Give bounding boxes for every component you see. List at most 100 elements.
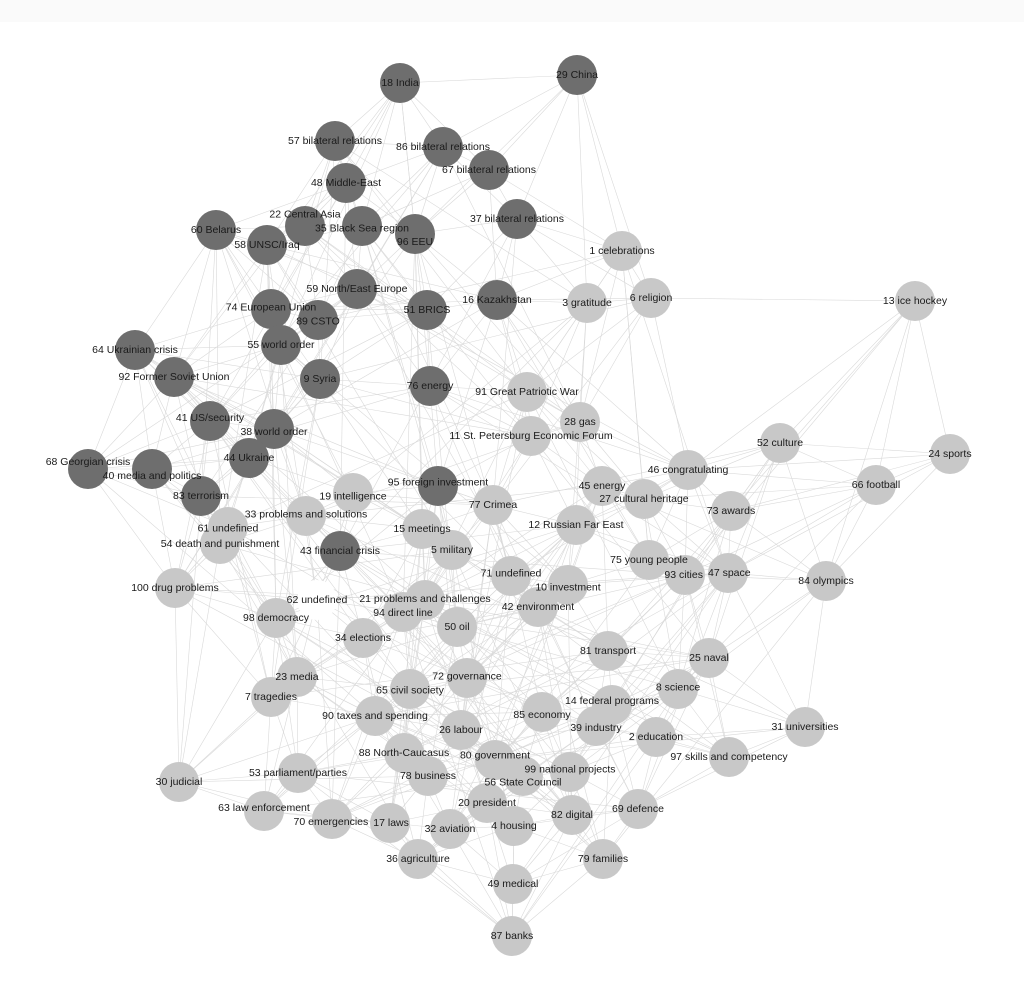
graph-node[interactable]	[370, 803, 410, 843]
graph-node[interactable]	[473, 485, 513, 525]
graph-node[interactable]	[588, 631, 628, 671]
graph-node[interactable]	[229, 438, 269, 478]
graph-node[interactable]	[337, 269, 377, 309]
graph-node[interactable]	[785, 707, 825, 747]
graph-node[interactable]	[760, 423, 800, 463]
graph-node[interactable]	[251, 677, 291, 717]
graph-node[interactable]	[132, 449, 172, 489]
graph-node[interactable]	[469, 150, 509, 190]
graph-node[interactable]	[507, 372, 547, 412]
graph-node[interactable]	[418, 466, 458, 506]
graph-node[interactable]	[402, 509, 442, 549]
graph-node[interactable]	[467, 783, 507, 823]
graph-node[interactable]	[254, 409, 294, 449]
graph-node[interactable]	[247, 225, 287, 265]
graph-node[interactable]	[548, 565, 588, 605]
graph-node[interactable]	[806, 561, 846, 601]
graph-node[interactable]	[410, 366, 450, 406]
graph-node[interactable]	[665, 555, 705, 595]
graph-node[interactable]	[856, 465, 896, 505]
graph-node[interactable]	[278, 753, 318, 793]
graph-node[interactable]	[447, 658, 487, 698]
graph-node[interactable]	[408, 756, 448, 796]
graph-node[interactable]	[552, 795, 592, 835]
graph-node[interactable]	[343, 618, 383, 658]
graph-node[interactable]	[423, 127, 463, 167]
graph-edge	[296, 549, 453, 678]
graph-node[interactable]	[342, 206, 382, 246]
graph-node[interactable]	[300, 359, 340, 399]
graph-node[interactable]	[582, 466, 622, 506]
graph-node[interactable]	[390, 669, 430, 709]
node-label: 11 St. Petersburg Economic Forum	[449, 430, 612, 442]
graph-node[interactable]	[636, 717, 676, 757]
graph-node[interactable]	[298, 300, 338, 340]
graph-node[interactable]	[629, 540, 669, 580]
graph-node[interactable]	[437, 607, 477, 647]
graph-node[interactable]	[522, 692, 562, 732]
graph-node[interactable]	[895, 281, 935, 321]
graph-node[interactable]	[689, 638, 729, 678]
graph-node[interactable]	[285, 206, 325, 246]
graph-node[interactable]	[624, 479, 664, 519]
graph-node[interactable]	[312, 799, 352, 839]
nodes-layer	[68, 55, 970, 956]
graph-node[interactable]	[432, 530, 472, 570]
graph-node[interactable]	[159, 762, 199, 802]
graph-node[interactable]	[631, 278, 671, 318]
graph-node[interactable]	[602, 231, 642, 271]
graph-node[interactable]	[491, 556, 531, 596]
graph-node[interactable]	[190, 401, 230, 441]
graph-node[interactable]	[315, 121, 355, 161]
graph-node[interactable]	[320, 531, 360, 571]
graph-edge	[280, 82, 401, 346]
graph-node[interactable]	[68, 449, 108, 489]
graph-node[interactable]	[181, 476, 221, 516]
graph-node[interactable]	[154, 357, 194, 397]
graph-node[interactable]	[583, 839, 623, 879]
graph-node[interactable]	[115, 330, 155, 370]
node-label: 2 education	[629, 731, 683, 743]
graph-node[interactable]	[550, 752, 590, 792]
graph-node[interactable]	[441, 710, 481, 750]
graph-node[interactable]	[196, 210, 236, 250]
graph-node[interactable]	[709, 737, 749, 777]
graph-node[interactable]	[155, 568, 195, 608]
graph-node[interactable]	[333, 473, 373, 513]
graph-node[interactable]	[200, 524, 240, 564]
graph-node[interactable]	[711, 491, 751, 531]
graph-node[interactable]	[658, 669, 698, 709]
graph-node[interactable]	[493, 864, 533, 904]
graph-node[interactable]	[708, 553, 748, 593]
graph-node[interactable]	[503, 756, 543, 796]
graph-node[interactable]	[668, 450, 708, 490]
graph-node[interactable]	[395, 214, 435, 254]
graph-node[interactable]	[497, 199, 537, 239]
graph-node[interactable]	[930, 434, 970, 474]
graph-node[interactable]	[326, 163, 366, 203]
graph-node[interactable]	[383, 592, 423, 632]
graph-node[interactable]	[518, 587, 558, 627]
graph-node[interactable]	[477, 280, 517, 320]
graph-node[interactable]	[557, 55, 597, 95]
graph-node[interactable]	[261, 325, 301, 365]
graph-node[interactable]	[297, 580, 337, 620]
graph-node[interactable]	[492, 916, 532, 956]
graph-node[interactable]	[430, 809, 470, 849]
graph-node[interactable]	[407, 290, 447, 330]
graph-node[interactable]	[494, 806, 534, 846]
graph-node[interactable]	[576, 706, 616, 746]
graph-node[interactable]	[618, 789, 658, 829]
graph-node[interactable]	[556, 505, 596, 545]
graph-node[interactable]	[560, 402, 600, 442]
graph-node[interactable]	[355, 696, 395, 736]
graph-node[interactable]	[380, 63, 420, 103]
graph-node[interactable]	[567, 283, 607, 323]
graph-node[interactable]	[511, 416, 551, 456]
graph-node[interactable]	[286, 496, 326, 536]
graph-node[interactable]	[244, 791, 284, 831]
graph-node[interactable]	[251, 289, 291, 329]
graph-node[interactable]	[398, 839, 438, 879]
graph-edge	[270, 650, 609, 698]
graph-node[interactable]	[256, 598, 296, 638]
